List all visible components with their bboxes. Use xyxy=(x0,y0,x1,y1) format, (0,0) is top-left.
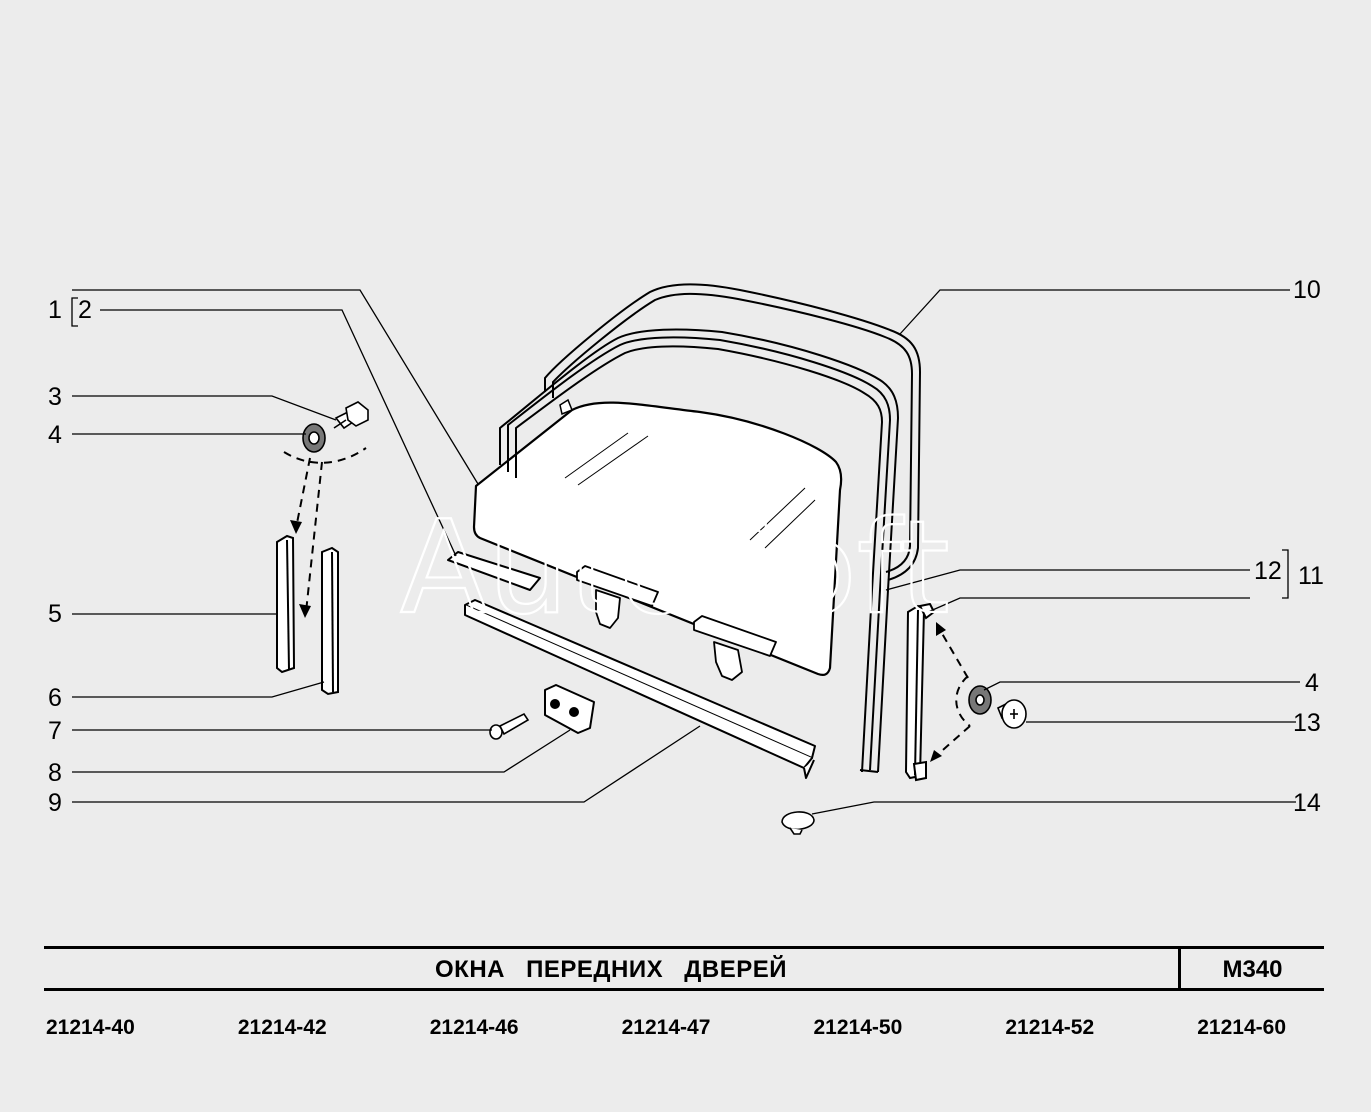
glass-brackets xyxy=(576,565,777,681)
page-code: M340 xyxy=(1222,956,1283,983)
model-code: 21214-50 xyxy=(813,1016,903,1039)
model-code: 21214-42 xyxy=(237,1016,327,1039)
washer-4-right xyxy=(968,685,992,715)
assembly-arrows-right xyxy=(935,629,971,757)
callout-6: 6 xyxy=(48,684,62,712)
callout-12: 12 xyxy=(1254,557,1282,585)
title-bar: ОКНА ПЕРЕДНИХ ДВЕРЕЙ M340 xyxy=(44,946,1324,991)
callout-1: 1 xyxy=(48,296,62,324)
leader-lines xyxy=(72,289,1300,815)
glass-run-channel xyxy=(464,599,816,779)
door-glass xyxy=(472,401,843,676)
callout-10: 10 xyxy=(1293,276,1321,304)
watermark: AutoSoft xyxy=(400,494,950,643)
callout-14: 14 xyxy=(1293,789,1321,817)
bolt-3 xyxy=(333,401,369,430)
washer-4-left xyxy=(302,423,326,453)
callout-3: 3 xyxy=(48,383,62,411)
outer-window-channel xyxy=(544,283,922,581)
arrow-heads-left xyxy=(290,520,311,618)
callout-numbers: 1 2 3 4 5 6 7 8 9 10 11 12 4 13 14 xyxy=(48,276,1324,817)
model-code: 21214-60 xyxy=(1197,1016,1286,1039)
front-channel-5 xyxy=(276,534,296,674)
arrow-heads-right xyxy=(930,622,946,762)
channel-clip xyxy=(559,398,573,416)
model-code: 21214-52 xyxy=(1005,1016,1095,1039)
adapter-block xyxy=(544,684,595,734)
rear-channel xyxy=(904,602,936,782)
title-divider xyxy=(1178,949,1181,988)
callout-11: 11 xyxy=(1298,562,1324,590)
model-code: 21214-46 xyxy=(429,1016,519,1039)
callout-4-right: 4 xyxy=(1305,669,1319,697)
callout-4-left: 4 xyxy=(48,421,62,449)
assembly-arrows-left xyxy=(283,447,367,613)
inner-window-channel xyxy=(499,328,900,773)
model-code: 21214-40 xyxy=(46,1016,135,1039)
callout-brackets xyxy=(71,297,1289,599)
screw-7 xyxy=(489,712,530,740)
callout-13: 13 xyxy=(1293,709,1321,737)
page-title: ОКНА ПЕРЕДНИХ ДВЕРЕЙ xyxy=(435,956,787,983)
model-list: 21214-40 21214-42 21214-46 21214-47 2121… xyxy=(46,1016,1286,1046)
callout-2: 2 xyxy=(78,296,92,324)
plug-14 xyxy=(781,811,815,835)
front-channel-6 xyxy=(321,546,339,696)
callout-8: 8 xyxy=(48,759,62,787)
callout-7: 7 xyxy=(48,717,62,745)
screw-13 xyxy=(996,699,1027,729)
glass-reflection xyxy=(564,432,816,549)
model-code: 21214-47 xyxy=(621,1016,711,1039)
callout-9: 9 xyxy=(48,789,62,817)
callout-5: 5 xyxy=(48,600,62,628)
